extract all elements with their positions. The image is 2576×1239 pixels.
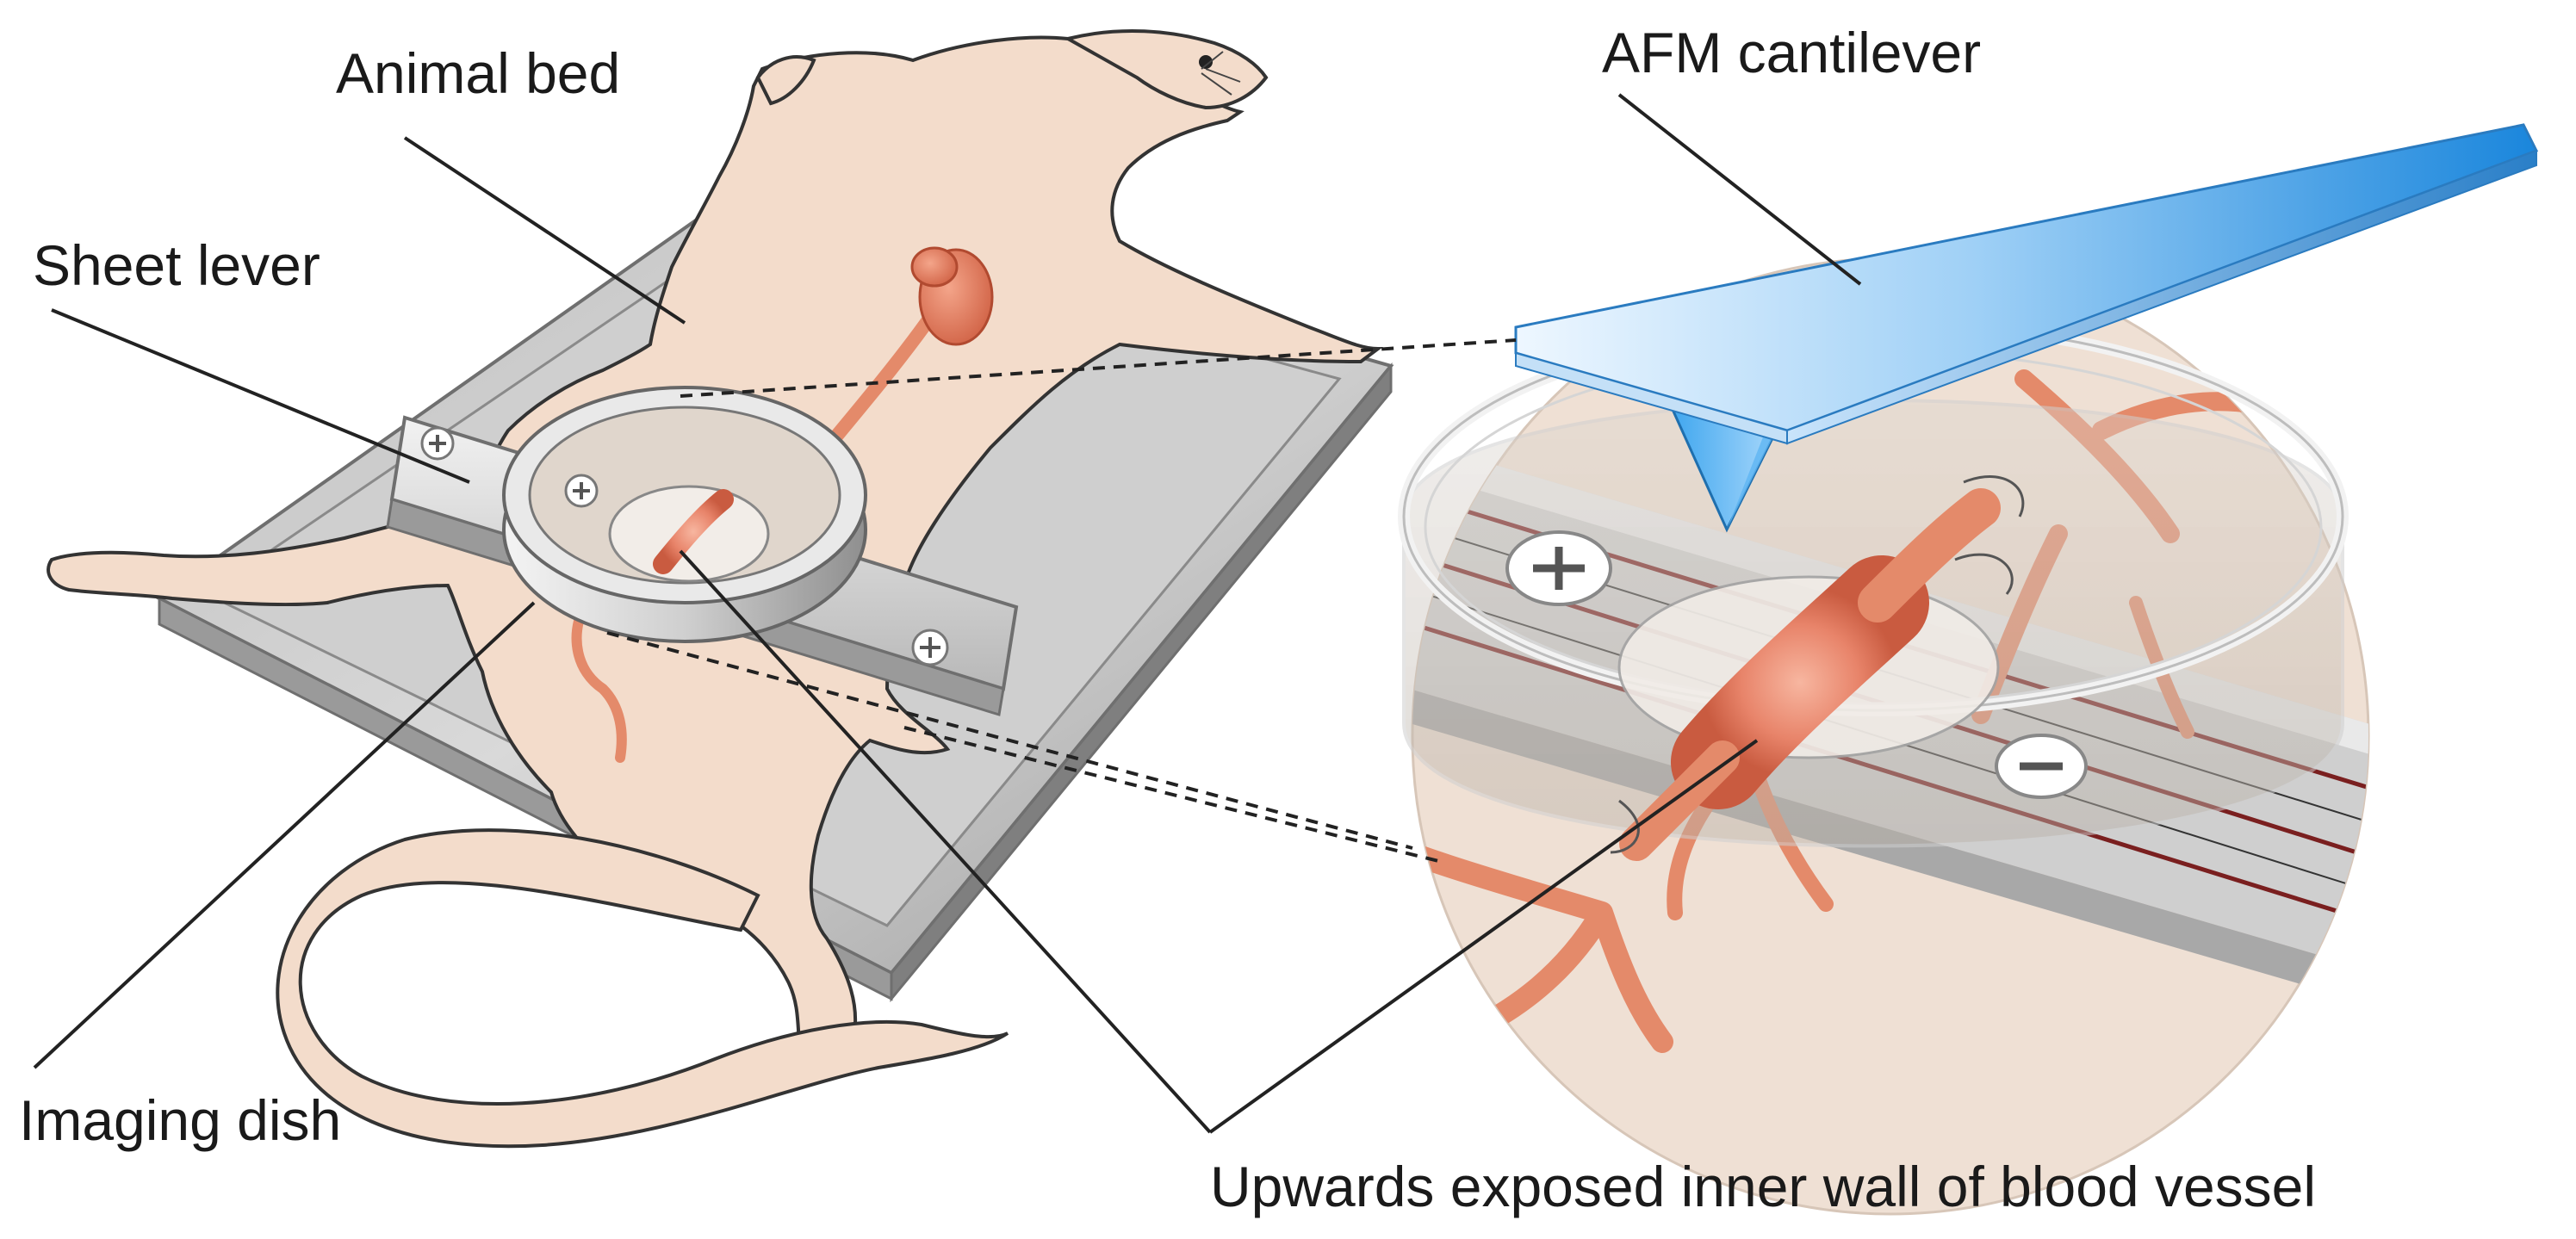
leader-lines xyxy=(33,93,1862,1134)
screw-icon xyxy=(564,474,599,508)
label-inner-wall: Upwards exposed inner wall of blood vess… xyxy=(1210,1155,2317,1218)
imaging-dish-small xyxy=(502,386,867,643)
screw-icon xyxy=(1995,734,2088,799)
screw-icon xyxy=(420,426,455,461)
screw-icon xyxy=(911,629,949,666)
label-sheet-lever: Sheet lever xyxy=(33,233,320,297)
afm-cantilever xyxy=(1514,123,2539,533)
zoom-view xyxy=(1398,257,2370,1216)
label-afm-cantilever: AFM cantilever xyxy=(1602,21,1982,84)
label-animal-bed: Animal bed xyxy=(336,41,621,105)
zoom-guide-lines xyxy=(606,338,1517,863)
label-imaging-dish: Imaging dish xyxy=(19,1088,342,1152)
screw-icon xyxy=(1505,530,1612,606)
